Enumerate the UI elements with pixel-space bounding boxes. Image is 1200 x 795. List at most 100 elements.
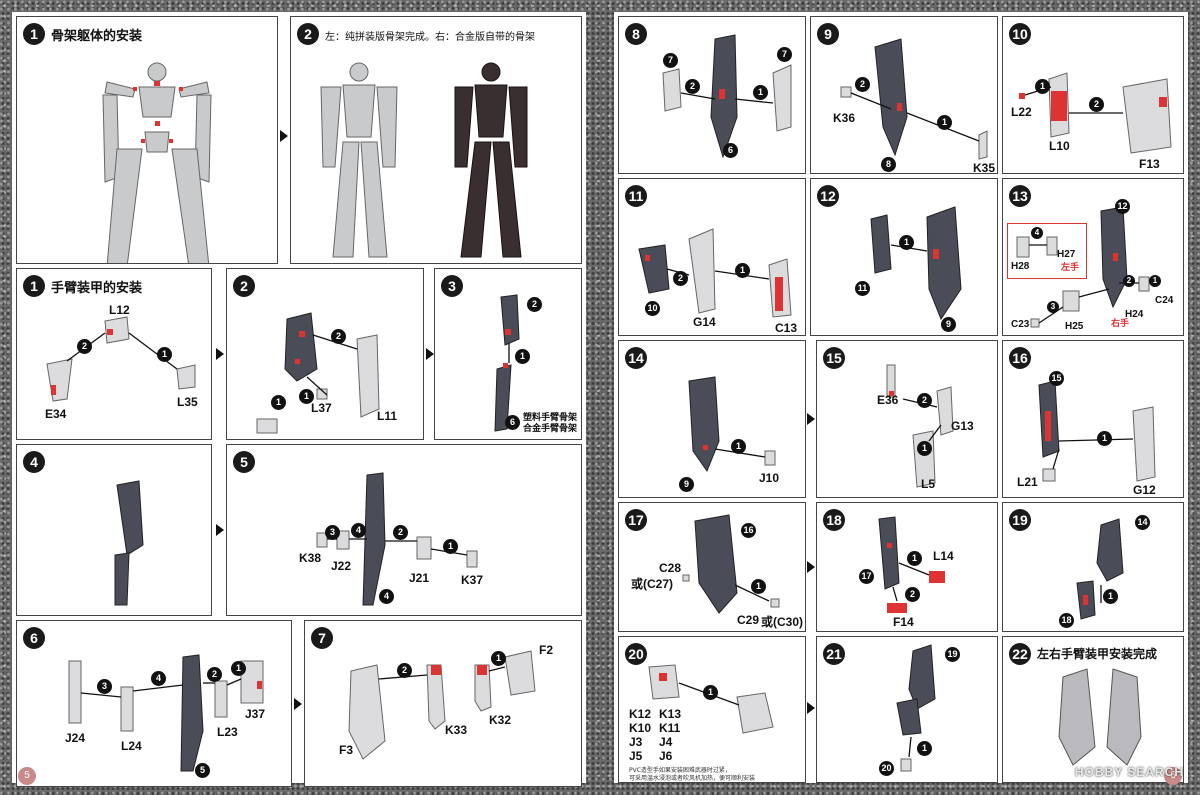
step-number: 18 bbox=[823, 509, 845, 531]
part-label: C13 bbox=[775, 321, 798, 335]
part-label: K32 bbox=[489, 713, 512, 727]
part-ref: 17 bbox=[859, 569, 874, 584]
arrow-order-badge: 1 bbox=[751, 579, 766, 594]
step-transition-arrow bbox=[807, 561, 815, 573]
completed-arm-armor-figure bbox=[1058, 668, 1142, 766]
panel-step-12: 12 11 9 1 bbox=[810, 178, 998, 336]
part-label: F2 bbox=[539, 643, 554, 657]
panel-step-13: 13 12 H28 H27 C24 H24 C23 H25 左手 右手 4 2 … bbox=[1002, 178, 1184, 336]
part-label: G14 bbox=[693, 315, 716, 329]
part-ref: 8 bbox=[881, 157, 896, 172]
step-number: 10 bbox=[1009, 23, 1031, 45]
panel-step-18: 18 17 L14 F14 1 2 bbox=[816, 502, 998, 632]
part-label: L24 bbox=[121, 739, 142, 753]
panel-step-15: 15 E36 G13 L5 2 1 bbox=[816, 340, 998, 498]
arm-parts-step7-figure bbox=[348, 650, 536, 760]
part-label: E36 bbox=[877, 393, 899, 407]
arrow-order-badge: 2 bbox=[917, 393, 932, 408]
arrow-order-badge: 2 bbox=[855, 77, 870, 92]
arrow-order-badge: 1 bbox=[917, 441, 932, 456]
arrow-order-badge: 2 bbox=[673, 271, 688, 286]
part-label: L5 bbox=[921, 477, 936, 491]
panel-step-14: 14 9 J10 1 bbox=[618, 340, 806, 498]
part-label: J4 bbox=[659, 735, 673, 749]
part-label: J6 bbox=[659, 749, 673, 763]
arrow-order-badge: 2 bbox=[331, 329, 346, 344]
arrow-order-badge: 2 bbox=[393, 525, 408, 540]
part-label: J21 bbox=[409, 571, 430, 585]
panel-step-20: 20 K12 K13 K10 K11 J3 J4 J5 J6 1 PVC造型手如… bbox=[618, 636, 806, 783]
arrow-order-badge: 1 bbox=[1035, 79, 1050, 94]
part-label: K38 bbox=[299, 551, 322, 565]
panel-step-10: 10 L22 L10 F13 1 2 bbox=[1002, 16, 1184, 174]
part-label: K10 bbox=[629, 721, 652, 735]
step-transition-arrow bbox=[807, 702, 815, 714]
part-ref: 4 bbox=[379, 589, 394, 604]
pvc-hand-note-line1: PVC造型手如果安装困难武器时过紧， bbox=[629, 767, 731, 774]
step-number: 12 bbox=[817, 185, 839, 207]
part-label: G12 bbox=[1133, 483, 1156, 497]
arm-join-figure bbox=[494, 294, 520, 432]
part-label: C28 bbox=[659, 561, 682, 575]
arrow-order-badge: 2 bbox=[1123, 275, 1135, 287]
part-ref: 1 bbox=[271, 395, 286, 410]
part-label: J10 bbox=[759, 471, 780, 485]
arrow-order-badge: 2 bbox=[77, 339, 92, 354]
step-number: 1 bbox=[23, 275, 45, 297]
part-ref: 15 bbox=[1049, 371, 1064, 386]
part-label: J37 bbox=[245, 707, 266, 721]
arrow-order-badge: 1 bbox=[703, 685, 718, 700]
arrow-order-badge: 3 bbox=[1047, 301, 1059, 313]
arrow-order-badge: 1 bbox=[443, 539, 458, 554]
part-label: F13 bbox=[1139, 157, 1160, 171]
arrow-order-badge: 1 bbox=[491, 651, 506, 666]
part-ref: 7 bbox=[663, 53, 678, 68]
step-20-figure bbox=[648, 664, 774, 734]
arrow-order-badge: 1 bbox=[1149, 275, 1161, 287]
part-label: L10 bbox=[1049, 139, 1070, 153]
step-number: 17 bbox=[625, 509, 647, 531]
part-label: K35 bbox=[973, 161, 996, 174]
part-label: L21 bbox=[1017, 475, 1038, 489]
panel-frame-complete: 2 左：纯拼装版骨架完成。右：合金版自带的骨架 bbox=[290, 16, 582, 264]
arrow-order-badge: 1 bbox=[1097, 431, 1112, 446]
step-title: 手臂装甲的安装 bbox=[51, 281, 143, 296]
completed-frames-figure bbox=[320, 62, 528, 258]
part-ref: 6 bbox=[505, 415, 520, 430]
arrow-order-badge: 1 bbox=[937, 115, 952, 130]
arrow-order-badge: 1 bbox=[299, 389, 314, 404]
part-label: J3 bbox=[629, 735, 643, 749]
step-13-figure bbox=[1016, 206, 1150, 328]
frame-note-plastic: 塑料手臂骨架 bbox=[523, 413, 578, 423]
arrow-order-badge: 2 bbox=[397, 663, 412, 678]
arrow-order-badge: 4 bbox=[151, 671, 166, 686]
step-number: 13 bbox=[1009, 185, 1031, 207]
step-number: 19 bbox=[1009, 509, 1031, 531]
step-transition-arrow bbox=[216, 524, 224, 536]
part-label: K36 bbox=[833, 111, 856, 125]
step-number: 7 bbox=[311, 627, 333, 649]
step-number: 15 bbox=[823, 347, 845, 369]
arrow-order-badge: 1 bbox=[231, 661, 246, 676]
arrow-order-badge: 1 bbox=[753, 85, 768, 100]
step-number: 22 bbox=[1009, 643, 1031, 665]
part-label: J5 bbox=[629, 749, 643, 763]
step-number: 14 bbox=[625, 347, 647, 369]
left-hand-inset bbox=[1007, 223, 1087, 279]
part-label: F14 bbox=[893, 615, 914, 629]
step-12-figure bbox=[870, 206, 962, 321]
part-label: K37 bbox=[461, 573, 484, 587]
panel-step-9: 9 K36 K35 8 2 1 bbox=[810, 16, 998, 174]
step-16-figure bbox=[1038, 380, 1156, 482]
step-14-figure bbox=[688, 376, 776, 473]
part-ref: 19 bbox=[945, 647, 960, 662]
part-label: C23 bbox=[1011, 319, 1030, 330]
step-transition-arrow bbox=[280, 130, 288, 142]
frame-note-alloy: 合金手臂骨架 bbox=[523, 424, 578, 434]
panel-step-19: 19 14 18 1 bbox=[1002, 502, 1184, 632]
step-title: 左右手臂装甲安装完成 bbox=[1037, 647, 1158, 661]
panel-step-22: 22 左右手臂装甲安装完成 bbox=[1002, 636, 1184, 783]
part-label: C24 bbox=[1155, 295, 1174, 306]
left-page: 1 骨架躯体的安装 2 左：纯拼装版骨架完成。右：合金版 bbox=[12, 12, 586, 787]
step-transition-arrow bbox=[216, 348, 224, 360]
